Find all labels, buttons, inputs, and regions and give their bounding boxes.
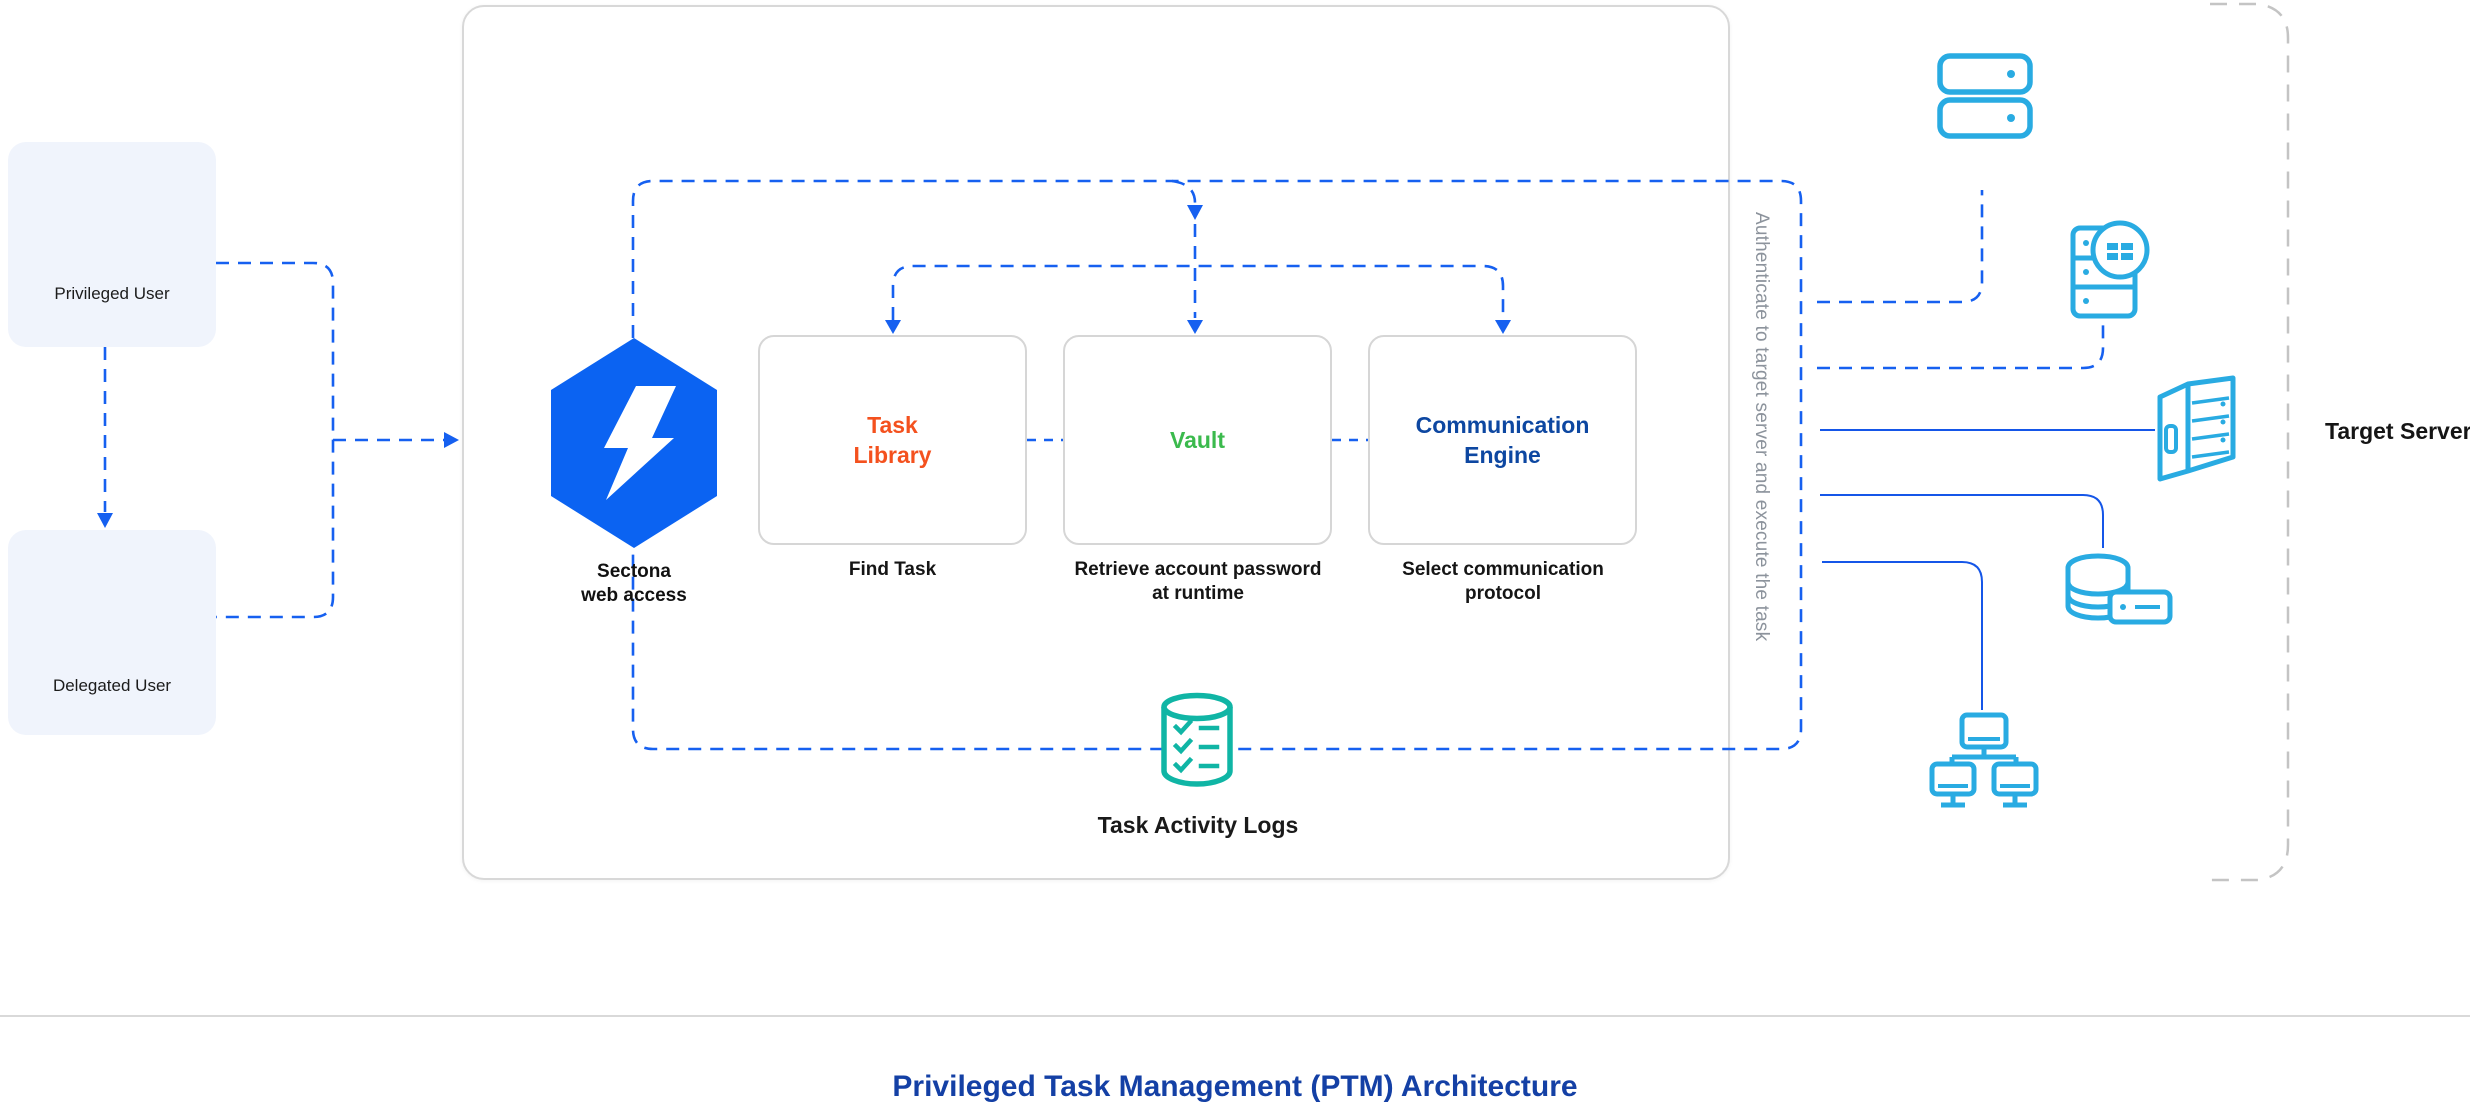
delegated-user-card: Delegated User: [8, 530, 216, 735]
tower-server-icon: [2157, 375, 2236, 482]
task-library-label: Task Library: [853, 412, 932, 468]
task-activity-logs-label: Task Activity Logs: [1097, 812, 1299, 838]
vault-caption: Retrieve account password at runtime: [1074, 559, 1322, 604]
communication-engine-box: Communication Engine: [1368, 335, 1637, 545]
sectona-bolt-hexagon-icon: [551, 338, 717, 548]
target-zone-bracket: [2210, 2, 2290, 882]
authenticate-note: Authenticate to target server and execut…: [1751, 212, 1772, 642]
windows-server-icon: [2070, 220, 2150, 319]
task-library-box: Task Library: [758, 335, 1027, 545]
task-library-caption: Find Task: [848, 559, 937, 580]
windows-logo: [2107, 243, 2133, 260]
connector-to-rack-server: [1817, 190, 1984, 304]
arrow-top-branch: [1187, 205, 1203, 220]
database-checklist-icon: [1161, 692, 1233, 787]
footer-divider: [0, 1015, 2470, 1017]
privileged-user-label: Privileged User: [54, 284, 170, 303]
connector-users-merge: [216, 261, 335, 619]
connector-to-windows-server: [1817, 324, 2105, 370]
target-server-label: Target Server: [2325, 418, 2470, 444]
vault-box: Vault: [1063, 335, 1332, 545]
network-computers-icon: [1929, 712, 2039, 808]
sectona-web-access-label: Sectona web access: [581, 561, 687, 606]
page-title: Privileged Task Management (PTM) Archite…: [892, 1070, 1578, 1103]
connector-distribution: [891, 264, 1505, 320]
arrow-into-task-library: [885, 320, 901, 334]
connector-top-branch: [1171, 179, 1197, 204]
connector-main-loop: [631, 179, 1803, 751]
vault-label: Vault: [1170, 427, 1225, 453]
rack-server-icon: [1937, 53, 2033, 139]
connector-to-network: [1822, 561, 1983, 710]
communication-engine-label: Communication Engine: [1415, 412, 1590, 468]
delegated-user-label: Delegated User: [52, 676, 172, 695]
arrow-into-delegated: [97, 513, 113, 528]
arrowheads: [97, 205, 1511, 528]
arrow-into-comm-engine: [1495, 320, 1511, 334]
arrow-into-vault: [1187, 320, 1203, 334]
communication-engine-caption: Select communication protocol: [1402, 559, 1604, 604]
privileged-user-card: Privileged User: [8, 142, 216, 347]
arrow-into-platform: [444, 432, 459, 448]
database-storage-icon: [2065, 553, 2173, 625]
connector-to-database: [1820, 494, 2104, 548]
